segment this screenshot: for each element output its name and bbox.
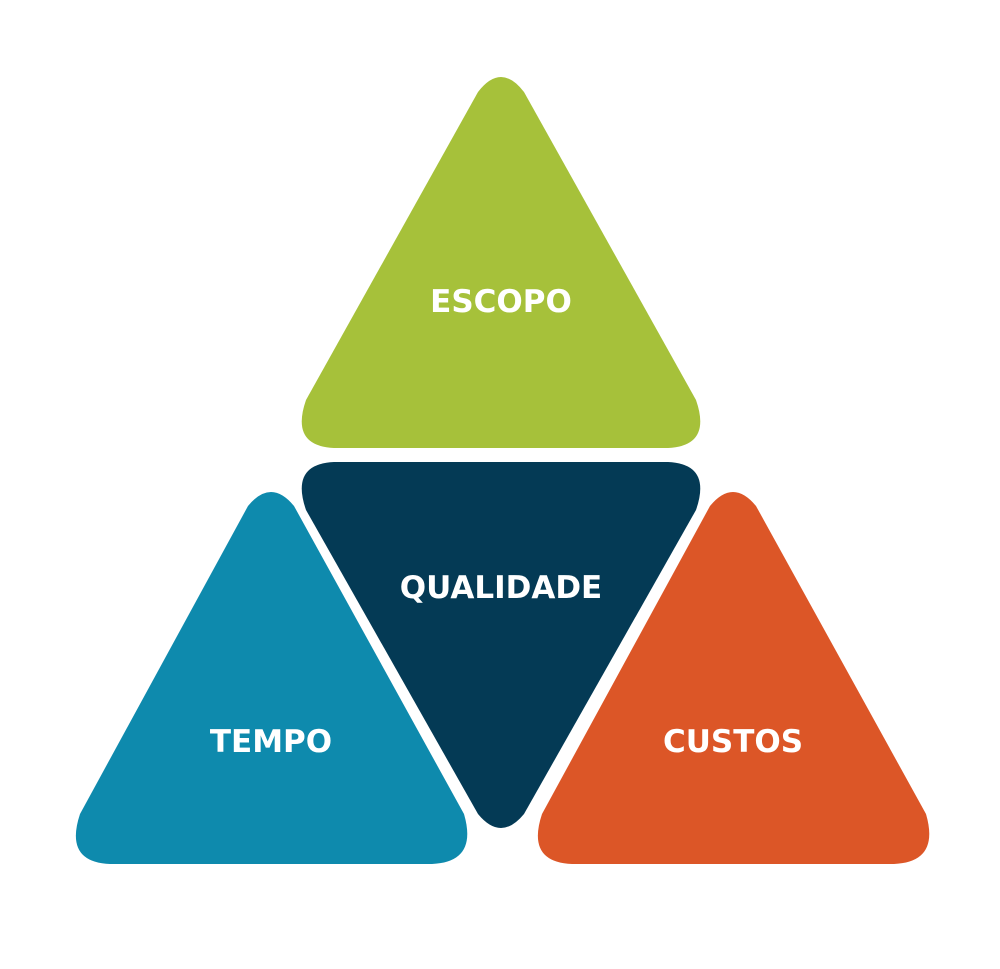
triangle-quality-shape	[301, 462, 701, 828]
triangle-quality: QUALIDADE	[301, 462, 701, 828]
triangle-cost-label: CUSTOS	[663, 724, 803, 760]
triangle-scope-shape	[301, 77, 701, 448]
triangle-time-shape	[75, 492, 468, 864]
triangle-time-label: TEMPO	[210, 724, 332, 760]
triangle-cost-shape	[537, 492, 930, 864]
triangle-cost: CUSTOS	[537, 492, 930, 864]
triangle-quality-label: QUALIDADE	[400, 570, 602, 606]
triangle-scope: ESCOPO	[301, 77, 701, 448]
triangle-scope-label: ESCOPO	[430, 284, 572, 320]
triangle-time: TEMPO	[75, 492, 468, 864]
